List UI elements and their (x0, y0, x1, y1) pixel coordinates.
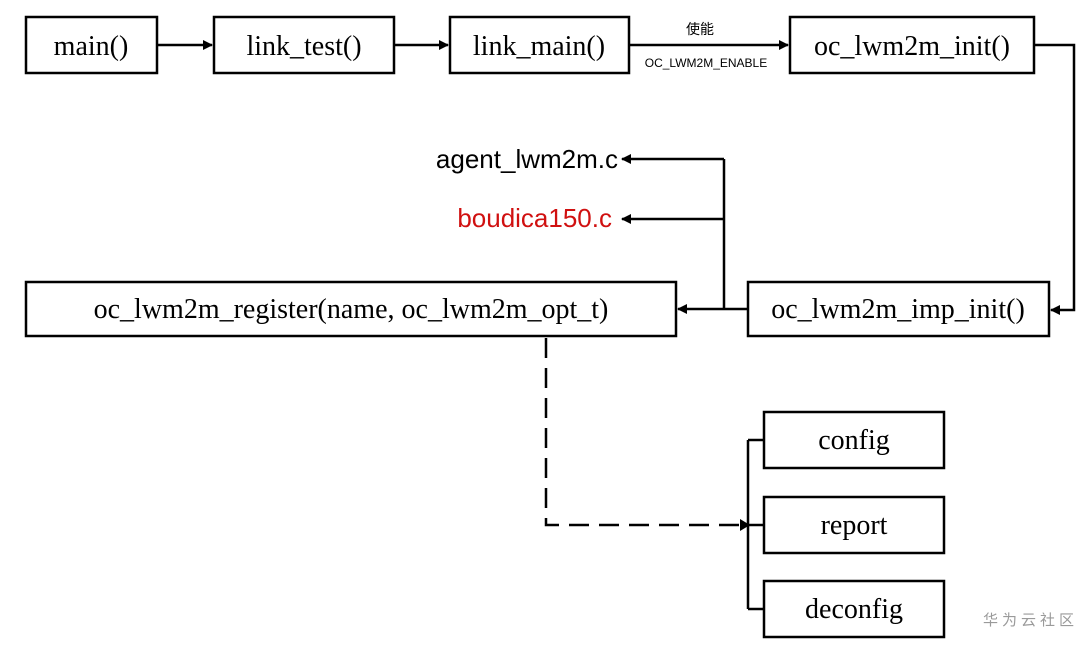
node-oc-lwm2m-imp-init-label: oc_lwm2m_imp_init() (771, 294, 1025, 325)
node-link-main: link_main() (448, 15, 631, 75)
node-oc-lwm2m-register: oc_lwm2m_register(name, oc_lwm2m_opt_t) (24, 280, 678, 338)
edge-register-to-ops-arrowhead (740, 519, 750, 531)
node-oc-lwm2m-register-label: oc_lwm2m_register(name, oc_lwm2m_opt_t) (94, 294, 609, 325)
file-agent-lwm2m: agent_lwm2m.c (436, 144, 618, 174)
file-boudica150: boudica150.c (457, 203, 612, 233)
node-link-test-label: link_test() (246, 31, 361, 62)
node-oc-lwm2m-imp-init: oc_lwm2m_imp_init() (746, 280, 1051, 338)
node-link-test: link_test() (212, 15, 396, 75)
node-config-label: config (818, 425, 890, 456)
node-deconfig-label: deconfig (805, 594, 903, 625)
node-main: main() (24, 15, 159, 75)
watermark: 华为云社区 (983, 611, 1078, 629)
node-config: config (762, 410, 946, 470)
edge-init-to-imp-init (1034, 43, 1076, 315)
edge-label-enable: 使能 (686, 21, 714, 37)
node-report-label: report (821, 510, 888, 541)
node-main-label: main() (54, 31, 129, 62)
node-oc-lwm2m-init: oc_lwm2m_init() (788, 15, 1036, 75)
node-deconfig: deconfig (762, 579, 946, 639)
node-report: report (762, 495, 946, 555)
edge-label-enable-macro: OC_LWM2M_ENABLE (645, 56, 767, 70)
node-link-main-label: link_main() (473, 31, 605, 62)
node-oc-lwm2m-init-label: oc_lwm2m_init() (814, 31, 1010, 62)
edge-register-to-ops (544, 338, 746, 527)
